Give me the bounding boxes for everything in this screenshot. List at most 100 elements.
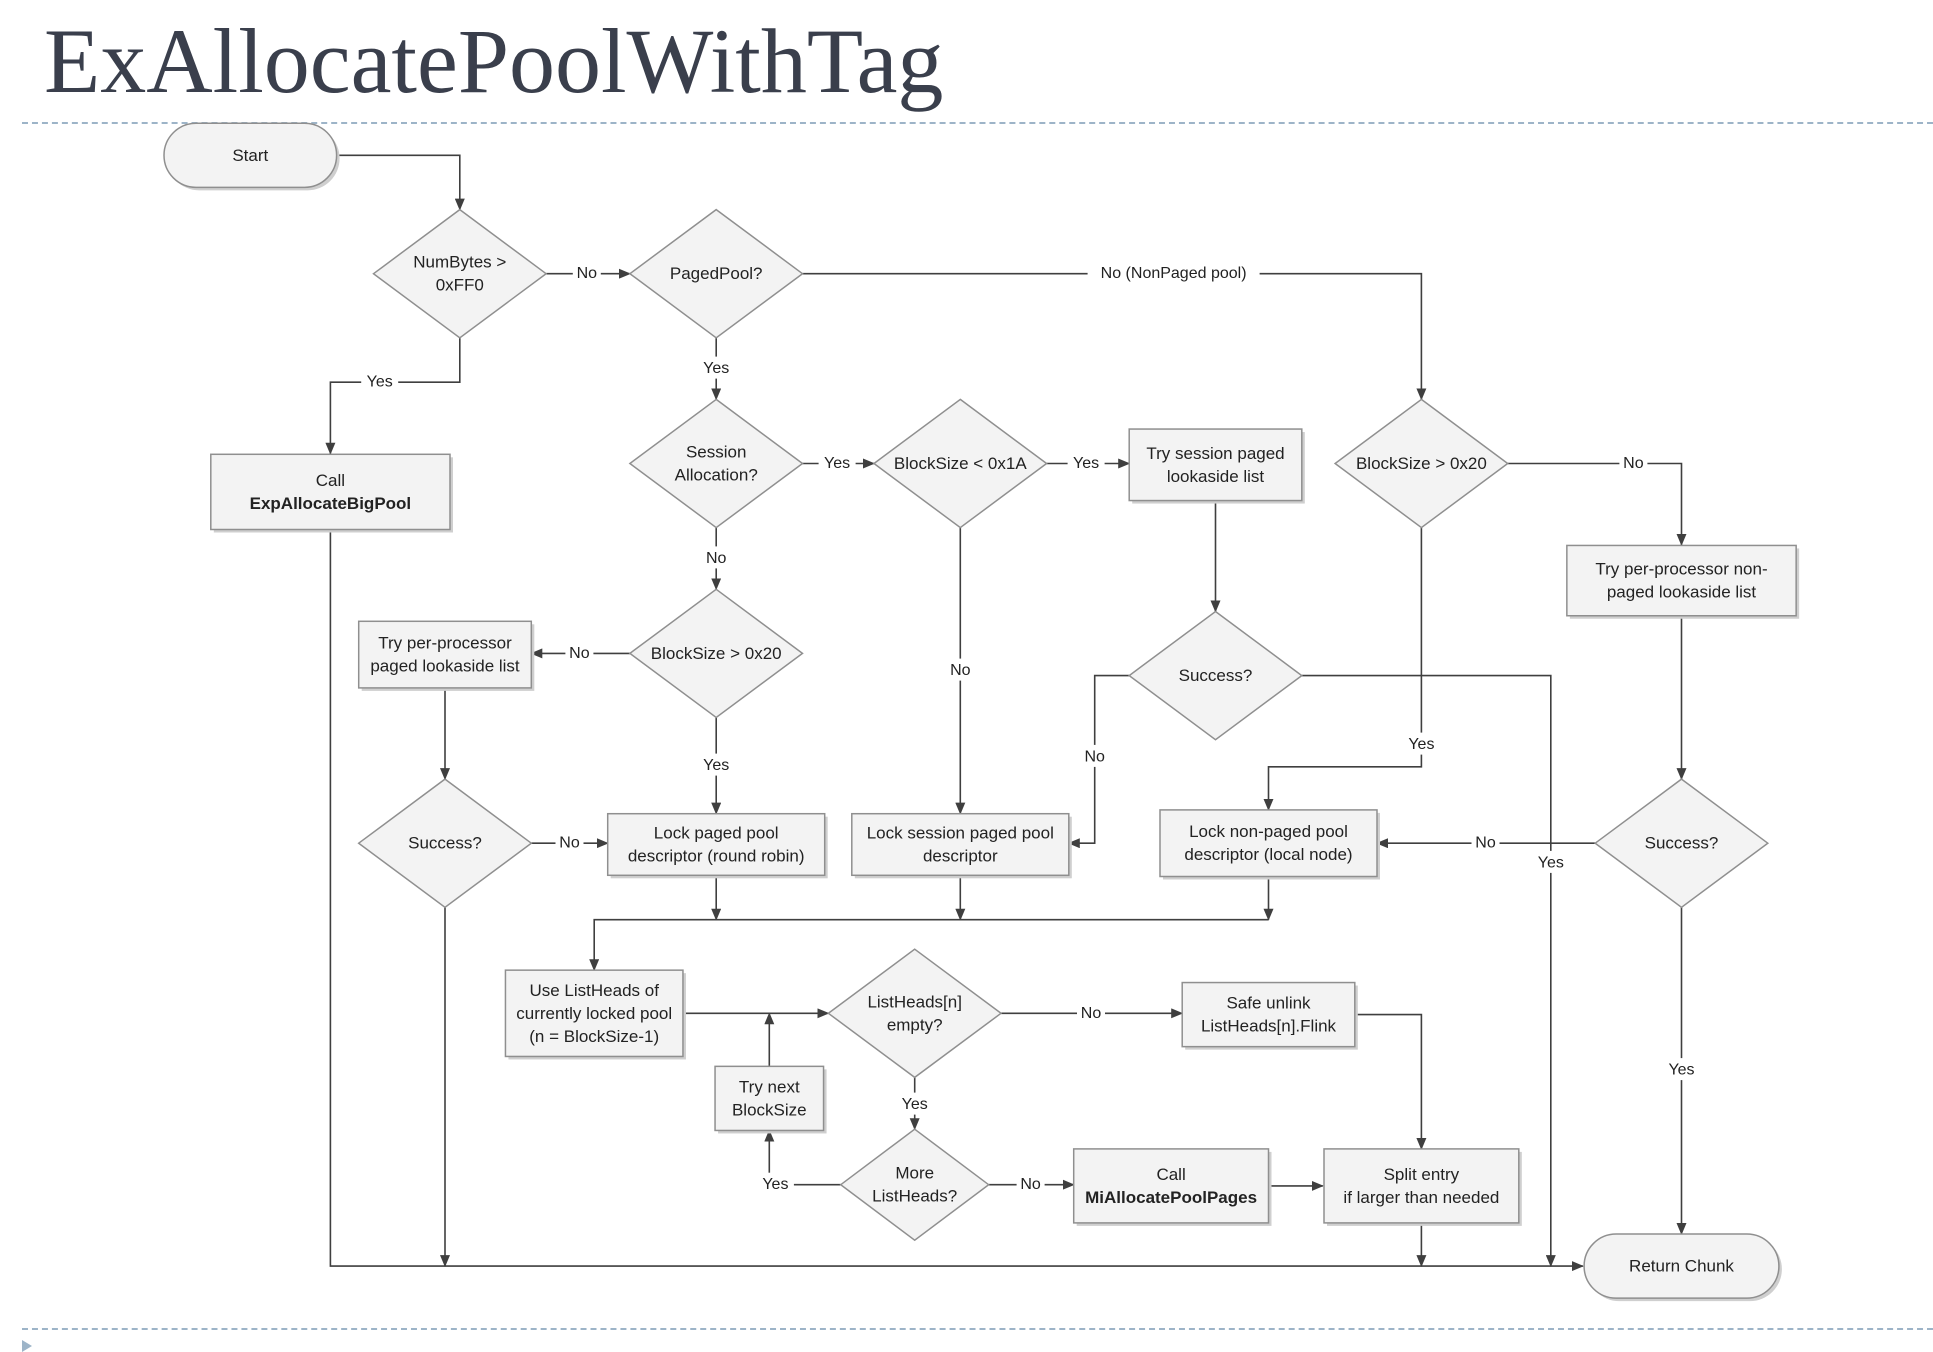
flow-arrow bbox=[1507, 462, 1687, 546]
node-label: ListHeads[n] bbox=[867, 992, 962, 1011]
process-try-nonpaged-lookaside: Try per-processor non-paged lookaside li… bbox=[1566, 544, 1800, 619]
process-shape bbox=[1128, 428, 1303, 502]
decision-success-paged: Success? bbox=[357, 778, 533, 909]
node-label: Call bbox=[1156, 1165, 1185, 1184]
node-label: Use ListHeads of bbox=[529, 981, 659, 1000]
process-shape bbox=[714, 1065, 825, 1132]
edge-label-text: No bbox=[559, 835, 580, 852]
edge-label-text: Yes bbox=[703, 360, 729, 377]
node-label: Try next bbox=[739, 1077, 800, 1096]
node-label: (n = BlockSize-1) bbox=[529, 1027, 659, 1046]
decision-success-nonpaged: Success? bbox=[1593, 778, 1770, 909]
node-label: Success? bbox=[1179, 666, 1253, 685]
decision-success-session: Success? bbox=[1127, 610, 1304, 741]
node-label: Try per-processor non- bbox=[1595, 560, 1767, 579]
edge-label-text: Yes bbox=[824, 455, 850, 472]
decision-shape bbox=[839, 1128, 990, 1242]
edge-label-bs1a-yes: Yes bbox=[1067, 451, 1105, 474]
edge-label-bs20np-no: No bbox=[1619, 451, 1648, 474]
edge-label-text: No bbox=[1475, 835, 1496, 852]
decision-blocksize-gt-0x20-paged: BlockSize > 0x20 bbox=[628, 588, 804, 719]
terminal-shape bbox=[1583, 1233, 1780, 1299]
terminal-shape bbox=[163, 122, 338, 189]
flow-arrow bbox=[336, 154, 465, 211]
process-shape bbox=[1323, 1148, 1520, 1224]
node-label: empty? bbox=[887, 1015, 943, 1034]
flow-arrow bbox=[1263, 527, 1423, 811]
edge-label-bs20np-yes: Yes bbox=[1402, 732, 1440, 755]
edge-label-text: Yes bbox=[1408, 736, 1434, 753]
node-label: if larger than needed bbox=[1343, 1188, 1499, 1207]
decision-shape bbox=[1593, 778, 1770, 909]
flow-arrow bbox=[1301, 674, 1556, 1268]
decision-pagedpool: PagedPool? bbox=[628, 208, 804, 339]
node-label: MiAllocatePoolPages bbox=[1085, 1188, 1257, 1207]
flow-arrow bbox=[325, 337, 461, 455]
node-label: BlockSize > 0x20 bbox=[1356, 454, 1487, 473]
node-label: Lock session paged pool bbox=[867, 824, 1054, 843]
edge-label-success-nonpaged-yes: Yes bbox=[1532, 850, 1570, 873]
node-label: BlockSize > 0x20 bbox=[651, 644, 782, 663]
edge-label-text: No bbox=[1081, 1005, 1102, 1022]
process-shape bbox=[210, 453, 451, 531]
edge-label-text: No bbox=[706, 550, 727, 567]
edge-label-pagedpool-yes: Yes bbox=[697, 356, 735, 379]
decision-shape bbox=[628, 208, 804, 339]
node-label: ExpAllocateBigPool bbox=[250, 494, 412, 513]
page-title: ExAllocatePoolWithTag bbox=[44, 10, 944, 112]
edge-label-more-no: No bbox=[1016, 1172, 1045, 1195]
decision-listheads-empty: ListHeads[n] empty? bbox=[827, 948, 1003, 1079]
flow-arrow bbox=[329, 530, 1584, 1272]
edge-label-success-paged-no: No bbox=[555, 831, 584, 854]
node-label: Split entry bbox=[1384, 1165, 1460, 1184]
process-shape bbox=[851, 812, 1070, 877]
node-label: BlockSize < 0x1A bbox=[894, 454, 1027, 473]
edge-label-text: Yes bbox=[902, 1096, 928, 1113]
node-label: Call bbox=[316, 471, 345, 490]
process-shape bbox=[504, 969, 684, 1058]
node-label: 0xFF0 bbox=[436, 276, 484, 295]
edge-label-text: No (NonPaged pool) bbox=[1101, 265, 1247, 282]
node-label: Safe unlink bbox=[1226, 994, 1311, 1013]
flow-arrow bbox=[802, 272, 1427, 401]
process-shape bbox=[1159, 809, 1378, 878]
decision-shape bbox=[628, 398, 804, 529]
flow-arrow bbox=[589, 918, 1269, 972]
decision-blocksize-gt-0x20-nonpaged: BlockSize > 0x20 bbox=[1333, 398, 1509, 529]
decision-shape bbox=[1333, 398, 1509, 529]
node-label: currently locked pool bbox=[516, 1004, 672, 1023]
decision-blocksize-lt-0x1a: BlockSize < 0x1A bbox=[872, 398, 1048, 529]
edge-label-text: No bbox=[569, 645, 590, 662]
process-shape bbox=[1566, 544, 1797, 617]
decision-shape bbox=[827, 948, 1003, 1079]
decision-shape bbox=[357, 778, 533, 909]
flow-arrow bbox=[1354, 1013, 1427, 1150]
node-label: Start bbox=[232, 146, 268, 165]
return-chunk-terminal: Return Chunk bbox=[1583, 1233, 1782, 1302]
edge-label-return-yes: Yes bbox=[1663, 1058, 1700, 1081]
edge-label-listheads-yes: Yes bbox=[896, 1092, 934, 1115]
footer-divider bbox=[22, 1328, 1933, 1330]
edge-label-more-yes: Yes bbox=[756, 1172, 794, 1195]
node-label: Lock paged pool bbox=[654, 824, 779, 843]
node-label: lookaside list bbox=[1167, 467, 1265, 486]
node-label: More bbox=[895, 1164, 934, 1183]
edge-label-listheads-no: No bbox=[1077, 1001, 1105, 1024]
edge-label-text: Yes bbox=[1538, 854, 1564, 871]
edge-label-numbytes-yes: Yes bbox=[361, 370, 399, 393]
node-label: descriptor (round robin) bbox=[628, 847, 805, 866]
process-shape bbox=[1181, 981, 1356, 1048]
edge-label-text: Yes bbox=[703, 757, 729, 774]
process-shape bbox=[1072, 1148, 1270, 1224]
title-divider bbox=[22, 122, 1933, 124]
edge-label-bs1a-no: No bbox=[946, 658, 975, 681]
